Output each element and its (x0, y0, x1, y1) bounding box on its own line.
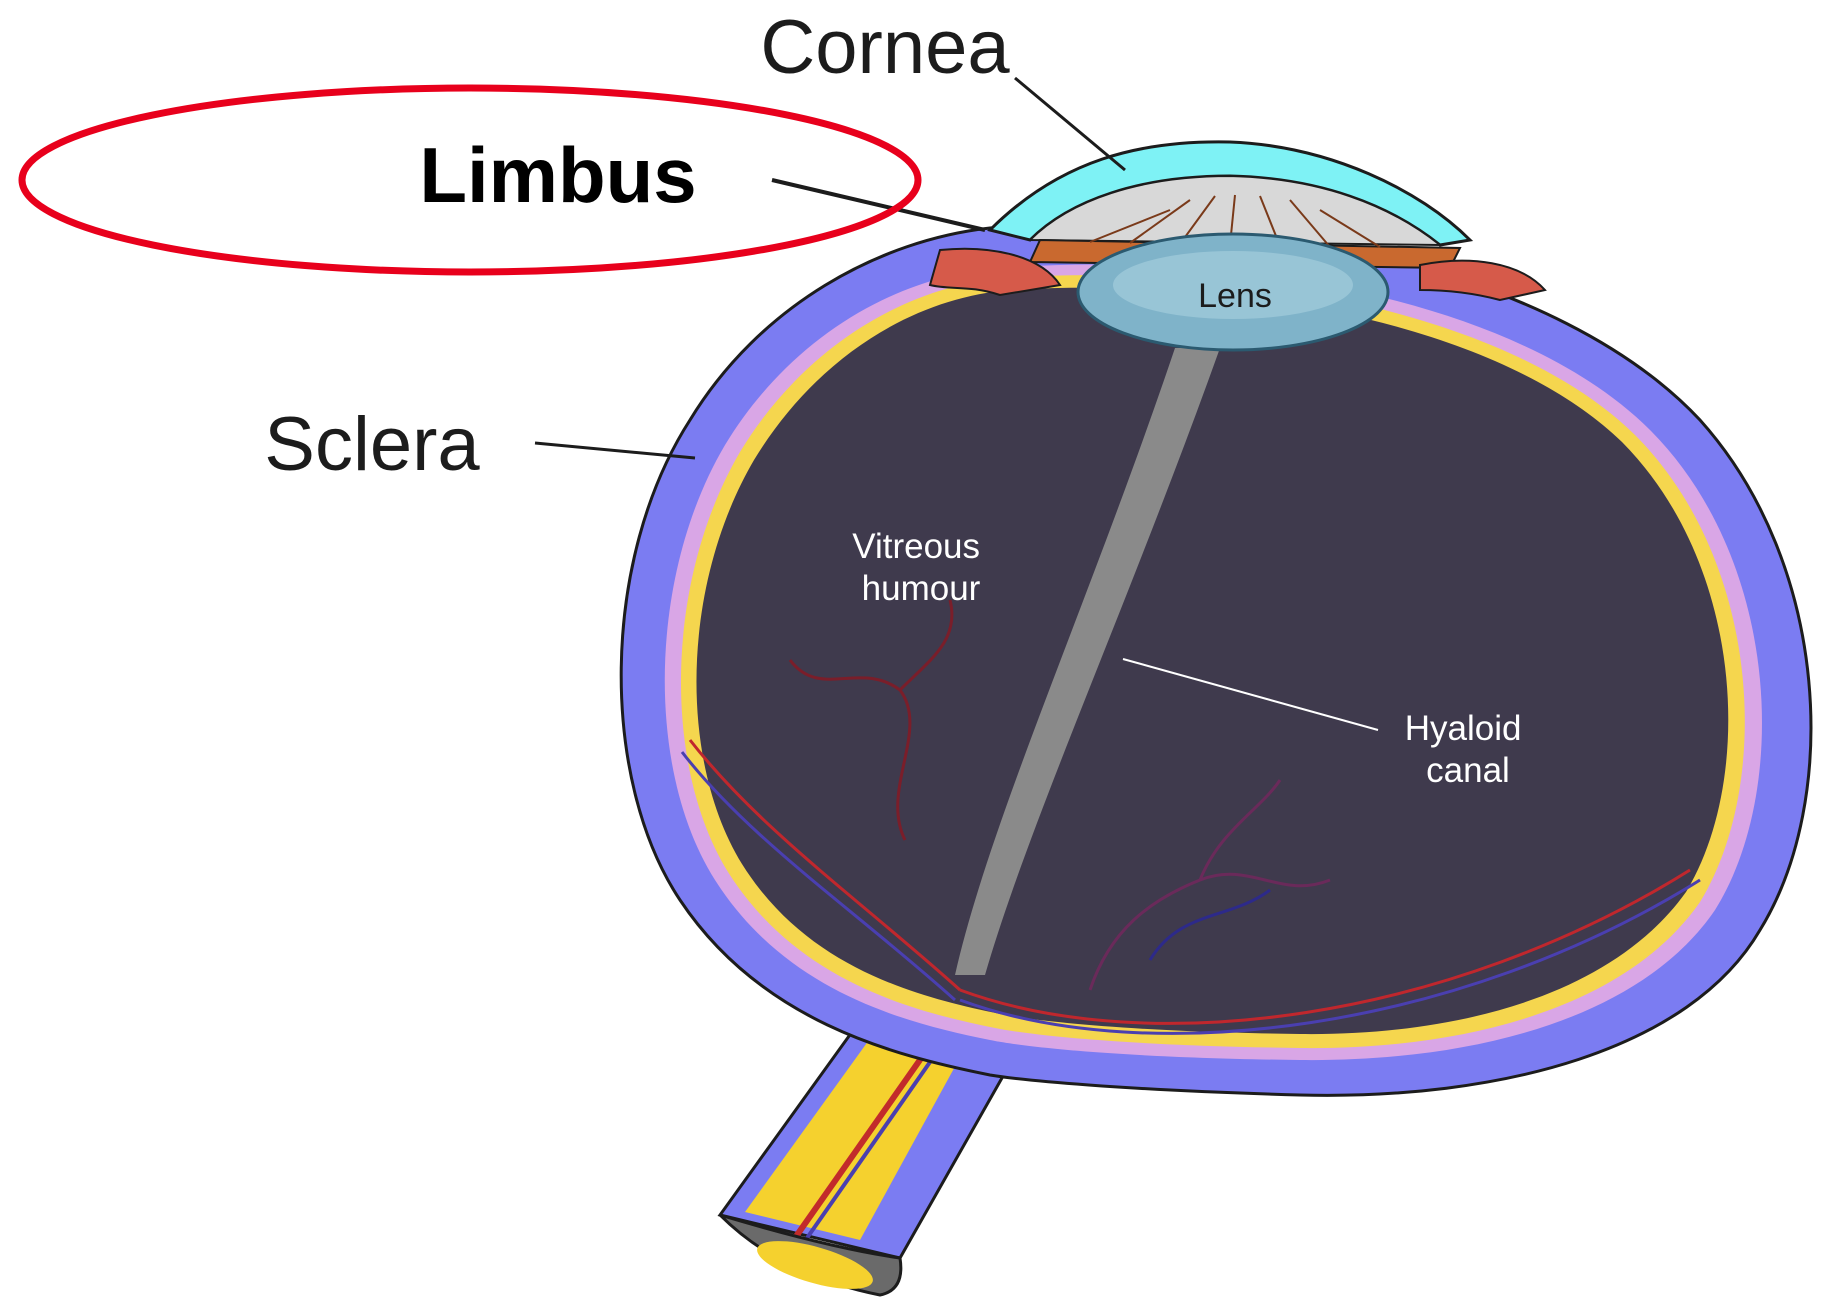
limbus-label: Limbus (419, 131, 696, 219)
cornea-label: Cornea (760, 5, 1010, 90)
cornea-leader-line (1015, 78, 1125, 170)
limbus-leader-line (772, 180, 985, 230)
lens-label: Lens (1198, 277, 1272, 315)
sclera-label: Sclera (264, 402, 480, 487)
